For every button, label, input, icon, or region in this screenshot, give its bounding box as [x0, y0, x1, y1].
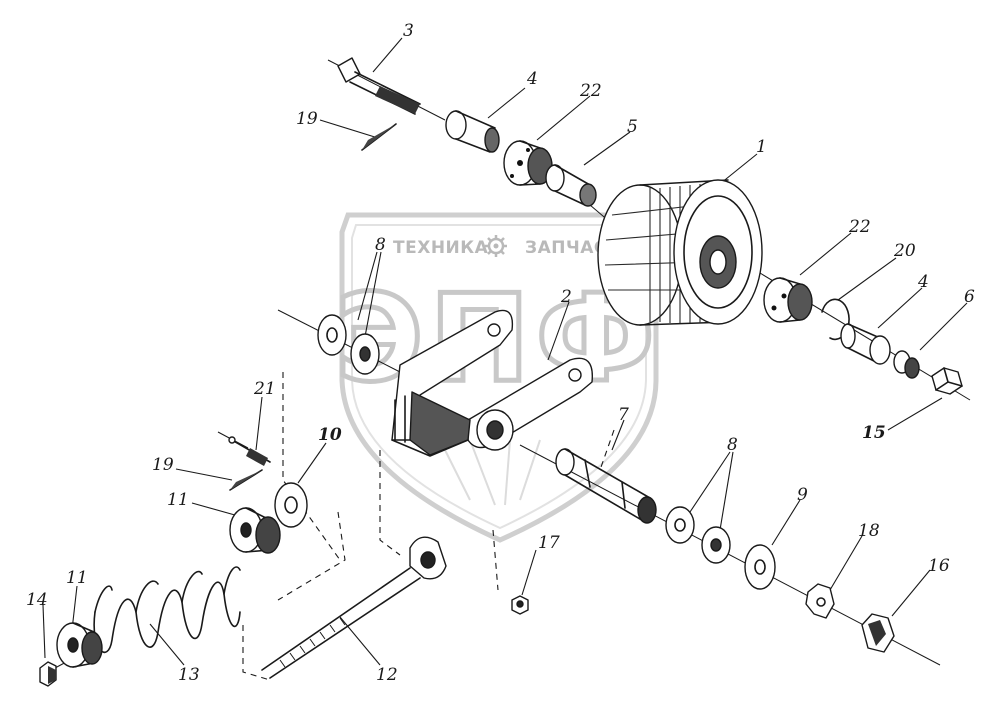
callout-labels: 3 19 4 22 5 1 22 20 4 6 15 8 2 21 10 19 … [26, 21, 975, 685]
part-18-lock-washer [805, 583, 835, 619]
part-15-nut [931, 367, 963, 395]
callout-4: 4 [526, 69, 538, 89]
part-12-tension-rod [261, 536, 447, 679]
dashed-construction-lines [242, 372, 615, 681]
part-20-snap-ring [821, 298, 850, 341]
callout-22: 22 [848, 217, 871, 237]
part-22-ring-right [763, 277, 813, 323]
callout-12: 12 [376, 665, 398, 685]
part-21-pin [228, 436, 271, 466]
part-1-roller [597, 179, 763, 326]
part-22-ring-top [503, 140, 553, 186]
part-4-bushing-right [840, 323, 891, 365]
part-19-pin-left [229, 469, 263, 491]
callout-18: 18 [858, 521, 880, 541]
part-9-washer [744, 544, 776, 590]
callout-7: 7 [618, 405, 629, 425]
leader-lines [42, 37, 968, 666]
callout-2: 2 [560, 287, 572, 307]
callout-5: 5 [627, 117, 638, 137]
callout-22: 22 [579, 81, 602, 101]
part-14-nut [39, 661, 57, 687]
part-2-bracket [391, 309, 594, 457]
callout-19: 19 [296, 109, 318, 129]
part-11-spring-cup-lower [56, 622, 103, 668]
callout-8: 8 [375, 235, 386, 255]
callout-4: 4 [917, 272, 929, 292]
part-16-castle-nut [861, 613, 895, 653]
callout-20: 20 [893, 241, 916, 261]
part-7-axle [555, 448, 657, 524]
part-11-spring-cup-upper [229, 507, 281, 554]
callout-11: 11 [66, 568, 88, 588]
callout-9: 9 [797, 485, 808, 505]
callout-21: 21 [253, 379, 276, 399]
gear-emblem [485, 235, 507, 257]
part-8-washers-left [317, 314, 380, 375]
part-19-pin-top [361, 123, 397, 151]
callout-13: 13 [178, 665, 200, 685]
watermark-shield [339, 212, 659, 543]
part-10-washer [274, 482, 308, 528]
part-17-small-nut [511, 595, 529, 615]
callout-16: 16 [928, 556, 950, 576]
callout-10: 10 [318, 425, 342, 445]
callout-15: 15 [862, 423, 886, 443]
part-3-bolt [337, 57, 421, 115]
callout-1: 1 [756, 137, 767, 157]
callout-11: 11 [167, 490, 189, 510]
part-5-sleeve [545, 164, 597, 207]
callout-8: 8 [727, 435, 738, 455]
callout-17: 17 [538, 533, 560, 553]
callout-6: 6 [964, 287, 975, 307]
part-13-spring [93, 566, 241, 653]
part-4-bushing-top [445, 110, 500, 153]
part-6-nut [893, 350, 920, 379]
part-8-washers-right [665, 506, 731, 564]
watermark-left-text: ТЕХНИКА [393, 238, 489, 258]
callout-3: 3 [403, 21, 414, 41]
callout-19: 19 [152, 455, 174, 475]
callout-14: 14 [26, 590, 48, 610]
